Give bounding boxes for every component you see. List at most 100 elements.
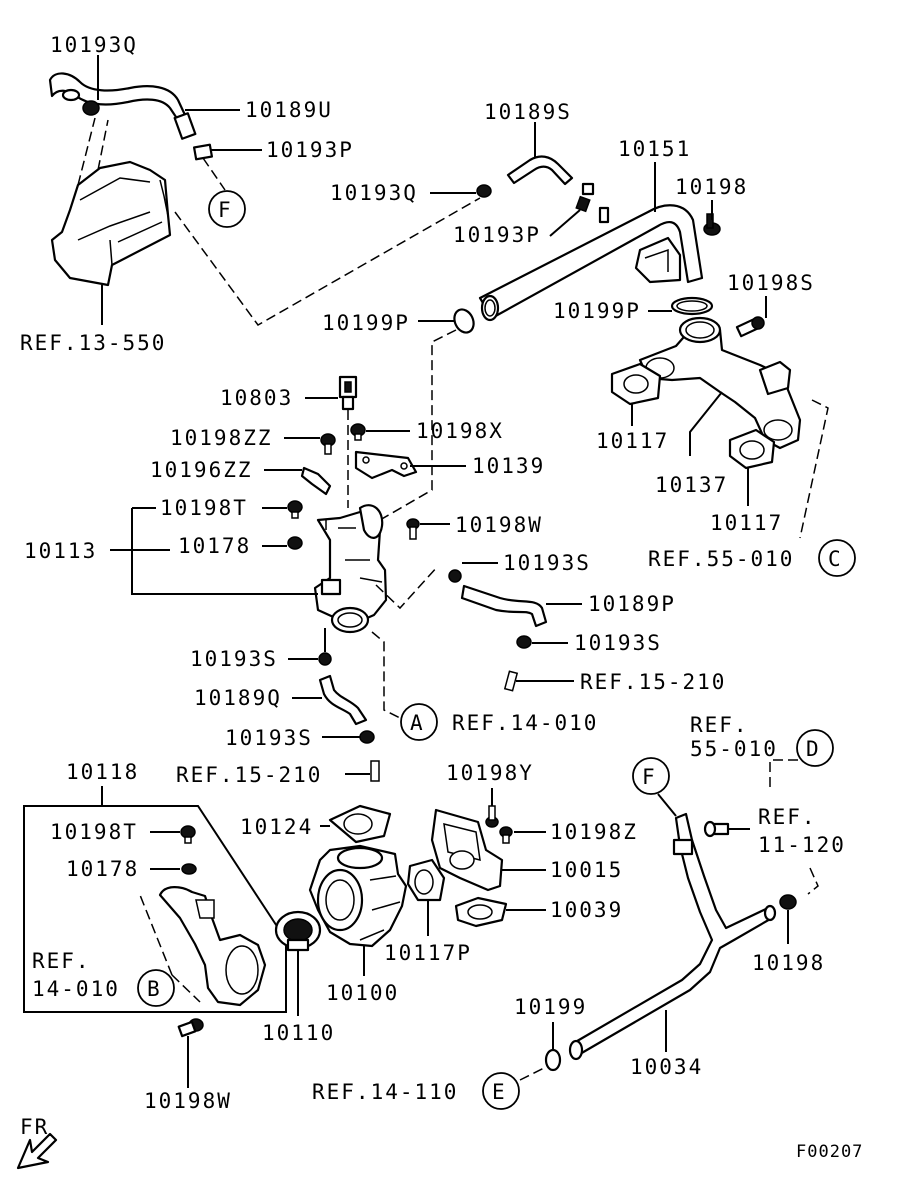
label-ref-13-550: REF.13-550 (20, 331, 166, 355)
label-10198-b: 10198 (752, 951, 825, 975)
bolt-10198Z (499, 826, 513, 844)
bolt-10198Y (485, 805, 499, 828)
clamp-10193Q-a (82, 100, 100, 116)
ref-letter-F-a: F (218, 198, 233, 222)
ref-circle-F-a (208, 190, 246, 228)
label-ref-55-010-a: REF.55-010 (648, 547, 794, 571)
label-10124: 10124 (240, 815, 313, 839)
ref-circle-D (796, 729, 834, 767)
label-10198S: 10198S (727, 271, 815, 295)
label-10100: 10100 (326, 981, 399, 1005)
gasket-10117-a (610, 362, 662, 406)
dash-E (519, 1065, 549, 1081)
housing-10113 (313, 504, 388, 634)
label-10117-b: 10117 (710, 511, 783, 535)
bolt-10198-a (703, 213, 721, 236)
bolt-10198W-a (406, 518, 420, 540)
label-10117-a: 10117 (596, 429, 669, 453)
label-10199: 10199 (514, 995, 587, 1019)
label-ref-55-010-b2: 55-010 (690, 737, 778, 761)
gasket-10124 (328, 804, 392, 844)
bolt-10198-b (779, 894, 797, 910)
leader-10193P-b (549, 209, 581, 237)
label-ref-14-010-b1: REF. (32, 949, 91, 973)
label-10198T-a: 10198T (160, 496, 248, 520)
washer-10178-b (181, 863, 197, 875)
oring-10199P-a (453, 308, 475, 334)
cover-10015 (430, 808, 504, 892)
label-10193S-d: 10193S (225, 726, 313, 750)
ref-letter-C: C (828, 547, 843, 571)
label-10189U: 10189U (245, 98, 333, 122)
leader-F-b (657, 793, 677, 817)
washer-10178-a (287, 536, 303, 550)
label-10193P-a: 10193P (266, 138, 354, 162)
bracket-10139 (354, 450, 418, 480)
label-10198Y: 10198Y (446, 761, 534, 785)
gasket-10117P (406, 858, 446, 902)
label-10189Q: 10189Q (194, 686, 282, 710)
dash-B (139, 894, 201, 1003)
label-10199P-a: 10199P (322, 311, 410, 335)
dash-oring-housing (379, 329, 457, 521)
bolt-11-120 (703, 820, 730, 838)
thermostat-10110 (274, 910, 322, 952)
clamp-10193P-b (575, 182, 595, 213)
label-10193Q-a: 10193Q (50, 33, 138, 57)
label-ref-14-010-a: REF.14-010 (452, 711, 598, 735)
label-10198X: 10198X (416, 419, 504, 443)
label-10198W-b: 10198W (144, 1089, 232, 1113)
hose-10189U (48, 72, 197, 140)
oring-10199 (544, 1048, 562, 1072)
bolt-10198W-b (177, 1018, 204, 1038)
pump-10100 (308, 844, 408, 948)
bolt-10198S (735, 316, 765, 338)
label-ref-15-210-b: REF.15-210 (176, 763, 322, 787)
ref-letter-D: D (806, 737, 821, 761)
label-ref-14-010-b2: 14-010 (32, 977, 120, 1001)
label-10193S-b: 10193S (574, 631, 662, 655)
label-10034: 10034 (630, 1055, 703, 1079)
hose-10189S (506, 155, 574, 186)
label-10196ZZ: 10196ZZ (150, 458, 253, 482)
label-10193S-a: 10193S (503, 551, 591, 575)
label-10193P-b: 10193P (453, 223, 541, 247)
label-10178-b: 10178 (66, 857, 139, 881)
ref-circle-B (137, 969, 175, 1007)
ref-circle-F-b (632, 757, 670, 795)
label-10110: 10110 (262, 1021, 335, 1045)
label-ref-11-120-1: REF. (758, 805, 817, 829)
label-10189P: 10189P (588, 592, 676, 616)
hose-10189P (460, 584, 548, 628)
dash-C (799, 399, 829, 539)
dash-cover-hose (77, 117, 109, 186)
ref-letter-A: A (410, 711, 425, 735)
label-10198W-a: 10198W (455, 513, 543, 537)
label-10199P-b: 10199P (553, 299, 641, 323)
ref-letter-B: B (147, 977, 162, 1001)
label-10198T-b: 10198T (50, 820, 138, 844)
dash-cover-to-clamp (174, 197, 481, 326)
label-10198ZZ: 10198ZZ (170, 426, 273, 450)
label-10151: 10151 (618, 137, 691, 161)
bolt-10198T-b (180, 825, 196, 844)
label-10189S: 10189S (484, 100, 572, 124)
label-10198Z: 10198Z (550, 820, 638, 844)
label-ref-11-120-2: 11-120 (758, 833, 846, 857)
bolt-10198T-a (287, 500, 303, 519)
water-outlet-B (158, 886, 267, 1007)
dash-F-top (202, 157, 226, 191)
engine-cover-13-550 (50, 160, 172, 287)
ref-circle-E (482, 1072, 520, 1110)
bolt-10198X (350, 423, 366, 441)
front-label: FR (20, 1115, 49, 1139)
bolt-10198ZZ (320, 433, 336, 455)
ref-circle-A (400, 703, 438, 741)
front-arrow-icon (16, 1132, 58, 1170)
label-10113: 10113 (24, 539, 97, 563)
gasket-10117-b (728, 428, 776, 470)
leader-10137 (689, 391, 723, 456)
label-10137: 10137 (655, 473, 728, 497)
pipe-10151 (478, 204, 704, 322)
